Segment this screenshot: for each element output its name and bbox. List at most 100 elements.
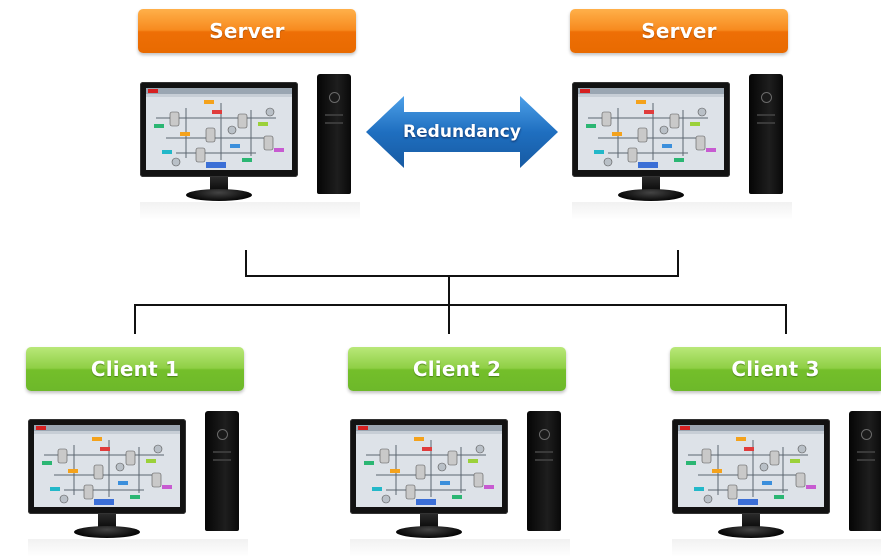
pump-icon [797, 444, 807, 454]
status-tag [146, 459, 156, 463]
pump-icon [697, 107, 707, 117]
status-tag [92, 437, 102, 441]
process-graphic [678, 425, 824, 507]
status-tag [712, 469, 722, 473]
tank-icon [701, 448, 712, 464]
status-tag [736, 437, 746, 441]
app-logo [148, 89, 158, 93]
tank-icon [205, 127, 216, 143]
process-graphic [146, 88, 292, 170]
server-1-computer [140, 74, 380, 220]
status-tag [118, 481, 128, 485]
tank-icon [727, 484, 738, 500]
tank-icon [695, 135, 706, 151]
tank-icon [195, 147, 206, 163]
tank-icon [151, 472, 162, 488]
tank-icon [737, 464, 748, 480]
status-tag [50, 487, 60, 491]
info-panel [206, 162, 226, 168]
toolbar [578, 94, 724, 97]
info-panel [416, 499, 436, 505]
pump-icon [437, 462, 447, 472]
pc-tower-icon [205, 411, 239, 531]
client-2-label: Client 2 [348, 347, 566, 391]
status-tag [686, 461, 696, 465]
status-tag [674, 158, 684, 162]
pump-icon [171, 157, 181, 167]
pc-tower-icon [317, 74, 351, 194]
double-headed-arrow-icon [366, 96, 558, 168]
tank-icon [93, 464, 104, 480]
pc-tower-icon [749, 74, 783, 194]
status-tag [484, 485, 494, 489]
tank-icon [415, 464, 426, 480]
status-tag [690, 122, 700, 126]
client-3-connector [785, 304, 787, 334]
tank-icon [627, 147, 638, 163]
app-logo [580, 89, 590, 93]
redundancy-label: Redundancy [403, 122, 521, 142]
desktop-monitor-icon [350, 419, 508, 514]
status-tag [258, 122, 268, 126]
server-1-label: Server [138, 9, 356, 53]
window-titlebar [146, 88, 292, 94]
desktop-monitor-icon [140, 82, 298, 177]
pump-icon [603, 157, 613, 167]
status-tag [612, 132, 622, 136]
status-tag [180, 132, 190, 136]
tank-icon [669, 113, 680, 129]
status-tag [662, 144, 672, 148]
toolbar [678, 431, 824, 434]
status-tag [790, 459, 800, 463]
server-2-label: Server [570, 9, 788, 53]
app-logo [36, 426, 46, 430]
client-bus-line [134, 304, 787, 306]
pc-tower-icon [849, 411, 881, 531]
status-tag [440, 481, 450, 485]
window-titlebar [356, 425, 502, 431]
tank-icon [405, 484, 416, 500]
status-tag [806, 485, 816, 489]
toolbar [34, 431, 180, 434]
pump-icon [115, 462, 125, 472]
client-1-label: Client 1 [26, 347, 244, 391]
process-graphic [578, 88, 724, 170]
tank-icon [473, 472, 484, 488]
tank-icon [769, 450, 780, 466]
tank-icon [169, 111, 180, 127]
status-tag [452, 495, 462, 499]
status-tag [230, 144, 240, 148]
client-2-computer [350, 411, 590, 557]
status-tag [694, 487, 704, 491]
client-1-connector [134, 304, 136, 334]
app-logo [358, 426, 368, 430]
status-tag [414, 437, 424, 441]
pump-icon [153, 444, 163, 454]
status-tag [274, 148, 284, 152]
status-tag [468, 459, 478, 463]
window-titlebar [578, 88, 724, 94]
tank-icon [795, 472, 806, 488]
desktop-monitor-icon [28, 419, 186, 514]
client-3-computer [672, 411, 881, 557]
tank-icon [237, 113, 248, 129]
status-tag [774, 495, 784, 499]
tank-icon [83, 484, 94, 500]
status-tag [68, 469, 78, 473]
status-tag [212, 110, 222, 114]
server-bus-line [245, 275, 679, 277]
status-tag [364, 461, 374, 465]
status-tag [586, 124, 596, 128]
status-tag [204, 100, 214, 104]
desktop-monitor-icon [572, 82, 730, 177]
status-tag [644, 110, 654, 114]
status-tag [706, 148, 716, 152]
info-panel [738, 499, 758, 505]
pump-icon [475, 444, 485, 454]
desktop-monitor-icon [672, 419, 830, 514]
window-titlebar [678, 425, 824, 431]
tank-icon [263, 135, 274, 151]
status-tag [242, 158, 252, 162]
trunk-line [448, 275, 450, 305]
tank-icon [637, 127, 648, 143]
